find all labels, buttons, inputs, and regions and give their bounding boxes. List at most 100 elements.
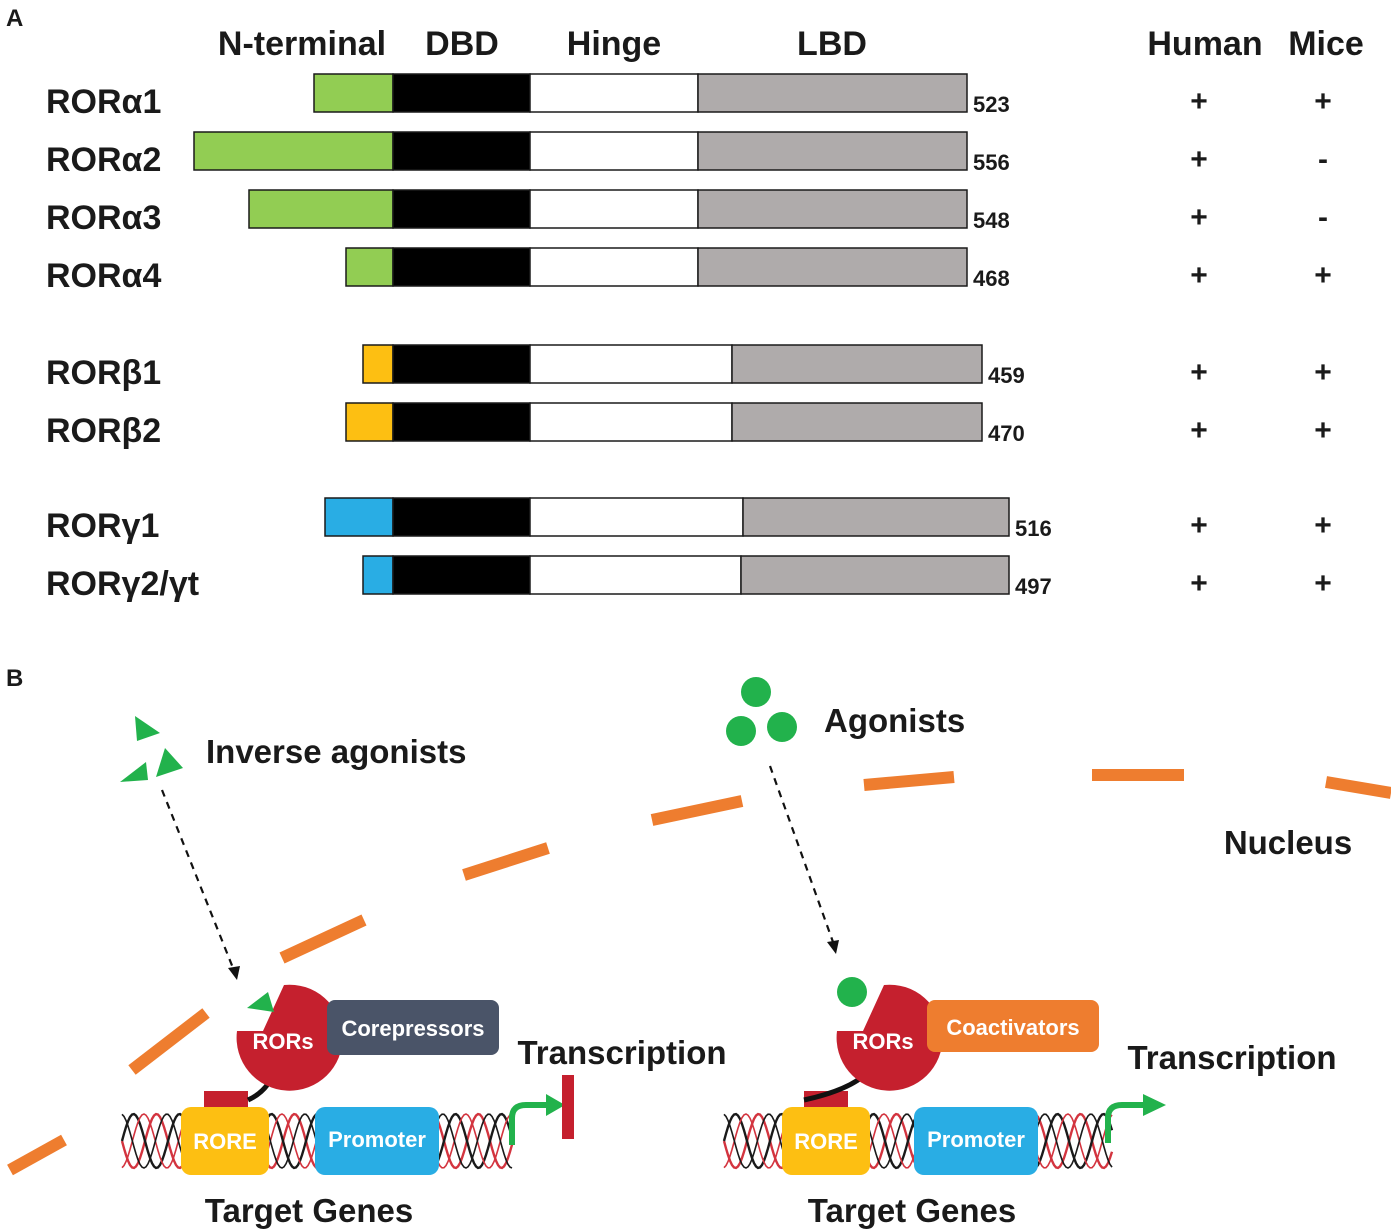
n-terminal-domain <box>248 189 394 229</box>
n-terminal-domain <box>362 555 394 595</box>
left-bound-inverse-agonist <box>247 992 274 1012</box>
isoform-name: RORα4 <box>46 257 161 295</box>
hinge-domain <box>529 73 699 113</box>
hinge-domain <box>529 344 733 384</box>
header-human: Human <box>1147 25 1262 63</box>
nucleus-label: Nucleus <box>1224 824 1352 861</box>
lbd-domain <box>731 402 983 442</box>
left-target-genes-label: Target Genes <box>205 1192 413 1229</box>
mice-presence: + <box>1314 509 1332 542</box>
dbd-domain <box>392 189 531 229</box>
lbd-domain <box>697 247 968 287</box>
inverse-agonist-icon <box>120 716 183 782</box>
n-terminal-domain <box>345 402 394 442</box>
agonist-icon <box>726 677 797 746</box>
isoform-length: 556 <box>973 150 1010 175</box>
mice-presence: - <box>1318 143 1328 176</box>
hinge-domain <box>529 131 699 171</box>
header-hinge: Hinge <box>567 25 661 63</box>
dbd-domain <box>392 555 531 595</box>
right-coactivators-label: Coactivators <box>946 1015 1079 1040</box>
lbd-domain <box>742 497 1010 537</box>
lbd-domain <box>697 73 968 113</box>
n-terminal-domain <box>362 344 394 384</box>
inverse-agonist-arrow <box>160 789 235 969</box>
mice-presence: + <box>1314 567 1332 600</box>
human-presence: + <box>1190 509 1208 542</box>
header-lbd: LBD <box>797 25 867 63</box>
left-rors-label: RORs <box>252 1029 313 1054</box>
isoform-name: RORα3 <box>46 199 161 237</box>
right-promoter-label: Promoter <box>927 1127 1025 1152</box>
isoform-name: RORγ1 <box>46 507 159 545</box>
dbd-domain <box>392 497 531 537</box>
mice-presence: + <box>1314 414 1332 447</box>
left-promoter-label: Promoter <box>328 1127 426 1152</box>
header-mice: Mice <box>1288 25 1364 63</box>
isoform-length: 468 <box>973 266 1010 291</box>
isoform-name: RORβ2 <box>46 412 161 450</box>
dbd-domain <box>392 73 531 113</box>
human-presence: + <box>1190 85 1208 118</box>
agonists-label: Agonists <box>824 702 965 739</box>
left-rore-label: RORE <box>193 1129 257 1154</box>
agonist-arrowhead <box>827 940 839 954</box>
lbd-domain <box>740 555 1010 595</box>
isoform-length: 459 <box>988 363 1025 388</box>
isoform-row: RORγ2/γt 497 + + <box>46 555 1332 603</box>
agonist-arrow <box>768 765 835 943</box>
panel-a-label: A <box>6 5 23 32</box>
n-terminal-domain <box>345 247 394 287</box>
left-promoter-box <box>315 1107 439 1175</box>
left-corepressors-label: Corepressors <box>341 1016 484 1041</box>
n-terminal-domain <box>193 131 394 171</box>
hinge-domain <box>529 402 733 442</box>
right-coactivator-box <box>927 1000 1099 1052</box>
n-terminal-domain <box>324 497 394 537</box>
dbd-domain <box>392 247 531 287</box>
isoform-row: RORα2 556 + - <box>46 131 1328 179</box>
lbd-domain <box>697 131 968 171</box>
header-dbd: DBD <box>425 25 499 63</box>
human-presence: + <box>1190 259 1208 292</box>
isoform-length: 548 <box>973 208 1010 233</box>
isoform-length: 516 <box>1015 516 1052 541</box>
inverse-agonists-label: Inverse agonists <box>206 733 466 770</box>
right-target-genes-label: Target Genes <box>808 1192 1016 1229</box>
nucleus-membrane <box>7 769 1391 1176</box>
right-tss-arrow <box>1105 1102 1145 1143</box>
right-promoter-box <box>914 1107 1038 1175</box>
isoform-length: 523 <box>973 92 1010 117</box>
human-presence: + <box>1190 356 1208 389</box>
hinge-domain <box>529 497 744 537</box>
left-tss-arrow <box>509 1102 548 1145</box>
human-presence: + <box>1190 143 1208 176</box>
isoform-name: RORα2 <box>46 141 161 179</box>
human-presence: + <box>1190 414 1208 447</box>
isoform-row: RORα4 468 + + <box>46 247 1332 295</box>
inverse-agonist-arrowhead <box>228 966 240 980</box>
left-corepressor-box <box>327 1000 499 1055</box>
lbd-domain <box>731 344 983 384</box>
left-rore-box <box>181 1107 269 1175</box>
dbd-domain <box>392 402 531 442</box>
mice-presence: + <box>1314 259 1332 292</box>
right-rore-box <box>782 1107 870 1175</box>
right-rore-label: RORE <box>794 1129 858 1154</box>
lbd-domain <box>697 189 968 229</box>
human-presence: + <box>1190 201 1208 234</box>
left-transcription-label: Transcription <box>517 1034 726 1071</box>
mice-presence: - <box>1318 201 1328 234</box>
isoform-name: RORβ1 <box>46 354 161 392</box>
right-tss-arrowhead <box>1143 1094 1166 1116</box>
right-bound-agonist <box>837 977 867 1007</box>
panel-b-label: B <box>6 665 23 692</box>
isoform-name: RORγ2/γt <box>46 565 199 603</box>
human-presence: + <box>1190 567 1208 600</box>
isoform-length: 497 <box>1015 574 1052 599</box>
